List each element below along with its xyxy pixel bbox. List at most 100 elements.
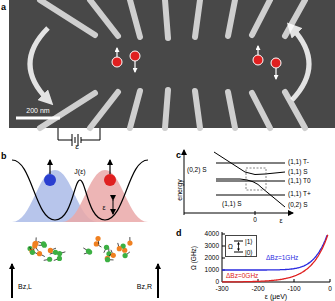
axis-title: energy <box>176 179 183 200</box>
spin-qubit <box>130 51 140 61</box>
plot-axis <box>294 279 295 282</box>
nuclear-spin <box>53 250 58 255</box>
nuclear-spin <box>37 251 42 256</box>
gap-label: Ω <box>228 244 233 251</box>
nuclear-spin <box>105 257 110 262</box>
state-label: (0,2) S <box>288 202 308 209</box>
tick-label: 0 <box>215 279 219 286</box>
field-label: Bz,L <box>18 283 32 290</box>
battery-symbol <box>58 128 100 146</box>
gate-electrodes <box>195 0 200 37</box>
curve-label: ΔBz=0GHz <box>226 273 258 280</box>
level-line <box>234 252 243 253</box>
state-label: (1,1) S <box>222 201 242 208</box>
panel-letter: c <box>176 151 181 160</box>
nuclear-spin-bath <box>83 236 132 262</box>
electron-spin <box>109 160 110 174</box>
nuclear-spin-bath <box>27 237 65 261</box>
spin-qubit <box>271 58 281 68</box>
tick-label: -300 <box>215 286 228 293</box>
state-label: (1,1) T- <box>288 159 309 166</box>
plot-axis <box>222 232 330 282</box>
tick-label: 0 <box>253 217 257 224</box>
axis-title: ε <box>279 217 282 224</box>
nuclear-spin <box>104 245 109 250</box>
gap-arrow <box>237 242 240 251</box>
frequency-curve <box>222 235 328 282</box>
spin-qubit <box>112 57 122 67</box>
spin-qubit <box>112 46 281 79</box>
energy-level <box>216 179 285 207</box>
axis <box>255 211 256 215</box>
nuclear-spin <box>111 253 116 258</box>
state-ket: |1⟩ <box>245 238 253 245</box>
inset-box: |1⟩ |0⟩ Ω <box>225 235 257 257</box>
scale-bar <box>16 117 60 120</box>
electron-spin <box>49 160 50 174</box>
field-arrow <box>11 264 13 298</box>
nuclear-spin <box>41 241 46 246</box>
plot-axis <box>330 279 331 282</box>
curved-arrow <box>30 28 309 100</box>
battery-symbol <box>58 128 72 140</box>
axis <box>184 213 293 214</box>
detuning-label: ε <box>102 204 105 211</box>
tick-label: 2000 <box>205 255 219 262</box>
nuclear-spin <box>127 240 132 245</box>
gate-electrodes <box>90 0 118 36</box>
gate-electrodes <box>130 91 140 128</box>
axis <box>184 150 185 215</box>
electron-spin <box>44 160 116 186</box>
state-label: (0,2) S <box>187 167 207 174</box>
spin-qubit <box>116 48 117 57</box>
sem-image <box>9 0 335 128</box>
exchange-label: J(ε) <box>74 168 85 175</box>
nuclear-spin <box>94 241 99 246</box>
state-label: (1,1) S <box>288 168 308 175</box>
electron-spin <box>104 174 116 186</box>
nuclear-spin <box>117 246 122 251</box>
state-label: (1,1) T+ <box>288 191 311 198</box>
gate-electrodes <box>228 92 235 128</box>
gate-electrodes <box>90 92 118 128</box>
spin-qubit <box>257 46 258 55</box>
curved-arrow <box>30 28 48 100</box>
tick-label: -200 <box>251 286 264 293</box>
gate-electrodes <box>165 0 168 38</box>
state-label: (1,1) T0 <box>288 178 311 185</box>
energy-level <box>216 195 285 196</box>
axis-title: ε (μeV) <box>265 293 287 300</box>
state-ket: |0⟩ <box>245 249 253 256</box>
double-well-potential <box>12 160 148 220</box>
spin-qubit <box>253 55 263 65</box>
nuclear-spin <box>30 250 35 255</box>
panel-letter: a <box>1 3 6 12</box>
level-line <box>234 241 243 242</box>
detuning-arrow <box>113 200 114 214</box>
scale-label: 200 nm <box>26 107 49 114</box>
curve-label: ΔBz=1GHz <box>266 255 298 262</box>
gate-electrodes <box>130 0 140 37</box>
field-label: Bz,R <box>137 283 152 290</box>
nuclear-spin <box>57 256 62 261</box>
plot-axis <box>222 258 225 259</box>
spin-qubit <box>134 61 135 72</box>
nuclear-spin <box>48 248 53 253</box>
curved-arrow <box>292 28 309 100</box>
gate-electrodes <box>252 93 270 128</box>
nuclear-spin <box>95 236 100 241</box>
axis <box>184 150 293 215</box>
battery-symbol <box>81 128 100 140</box>
energy-level <box>214 152 285 207</box>
gate-electrodes <box>40 0 305 128</box>
gate-electrodes <box>195 91 200 128</box>
spin-qubit <box>275 68 276 79</box>
tick-label: 0 <box>328 286 332 293</box>
battery-symbol <box>72 134 73 146</box>
gap-arrow <box>238 243 239 251</box>
field-arrow <box>12 264 158 298</box>
tick-label: 1000 <box>205 267 219 274</box>
gate-electrodes <box>165 90 168 128</box>
